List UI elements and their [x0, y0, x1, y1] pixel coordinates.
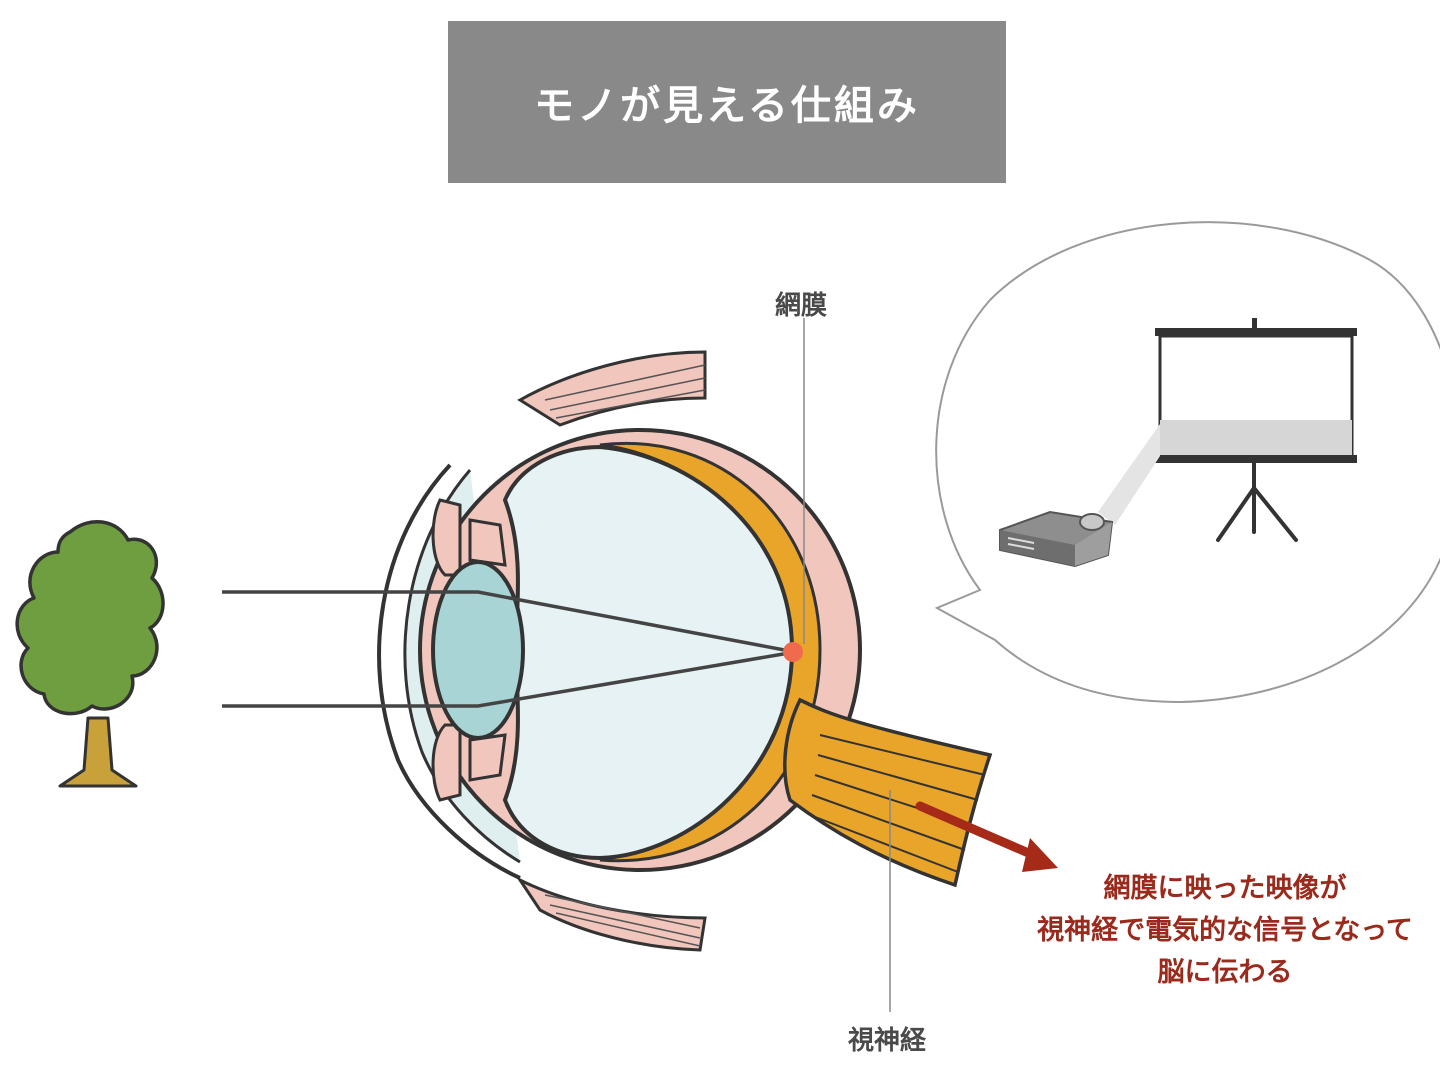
signal-caption: 網膜に映った映像が 視神経で電気的な信号となって 脳に伝わる	[1010, 868, 1440, 994]
tree-icon	[15, 520, 165, 788]
caption-line: 網膜に映った映像が	[1103, 873, 1347, 904]
page-title: モノが見える仕組み	[534, 82, 920, 129]
eye-cross-section	[377, 350, 993, 952]
caption-line: 視神経で電気的な信号となって	[1037, 915, 1413, 946]
projection-screen-icon	[1155, 318, 1357, 542]
light-rays	[222, 590, 796, 708]
retina-label: 網膜	[775, 291, 828, 321]
projector-light-beam	[1098, 424, 1160, 525]
optic-nerve-label: 視神経	[848, 1026, 927, 1056]
caption-line: 脳に伝わる	[1157, 957, 1293, 988]
title-banner: モノが見える仕組み	[448, 21, 1006, 183]
signal-arrow	[915, 801, 1058, 872]
focus-point	[783, 642, 803, 662]
projector-icon	[999, 510, 1114, 568]
